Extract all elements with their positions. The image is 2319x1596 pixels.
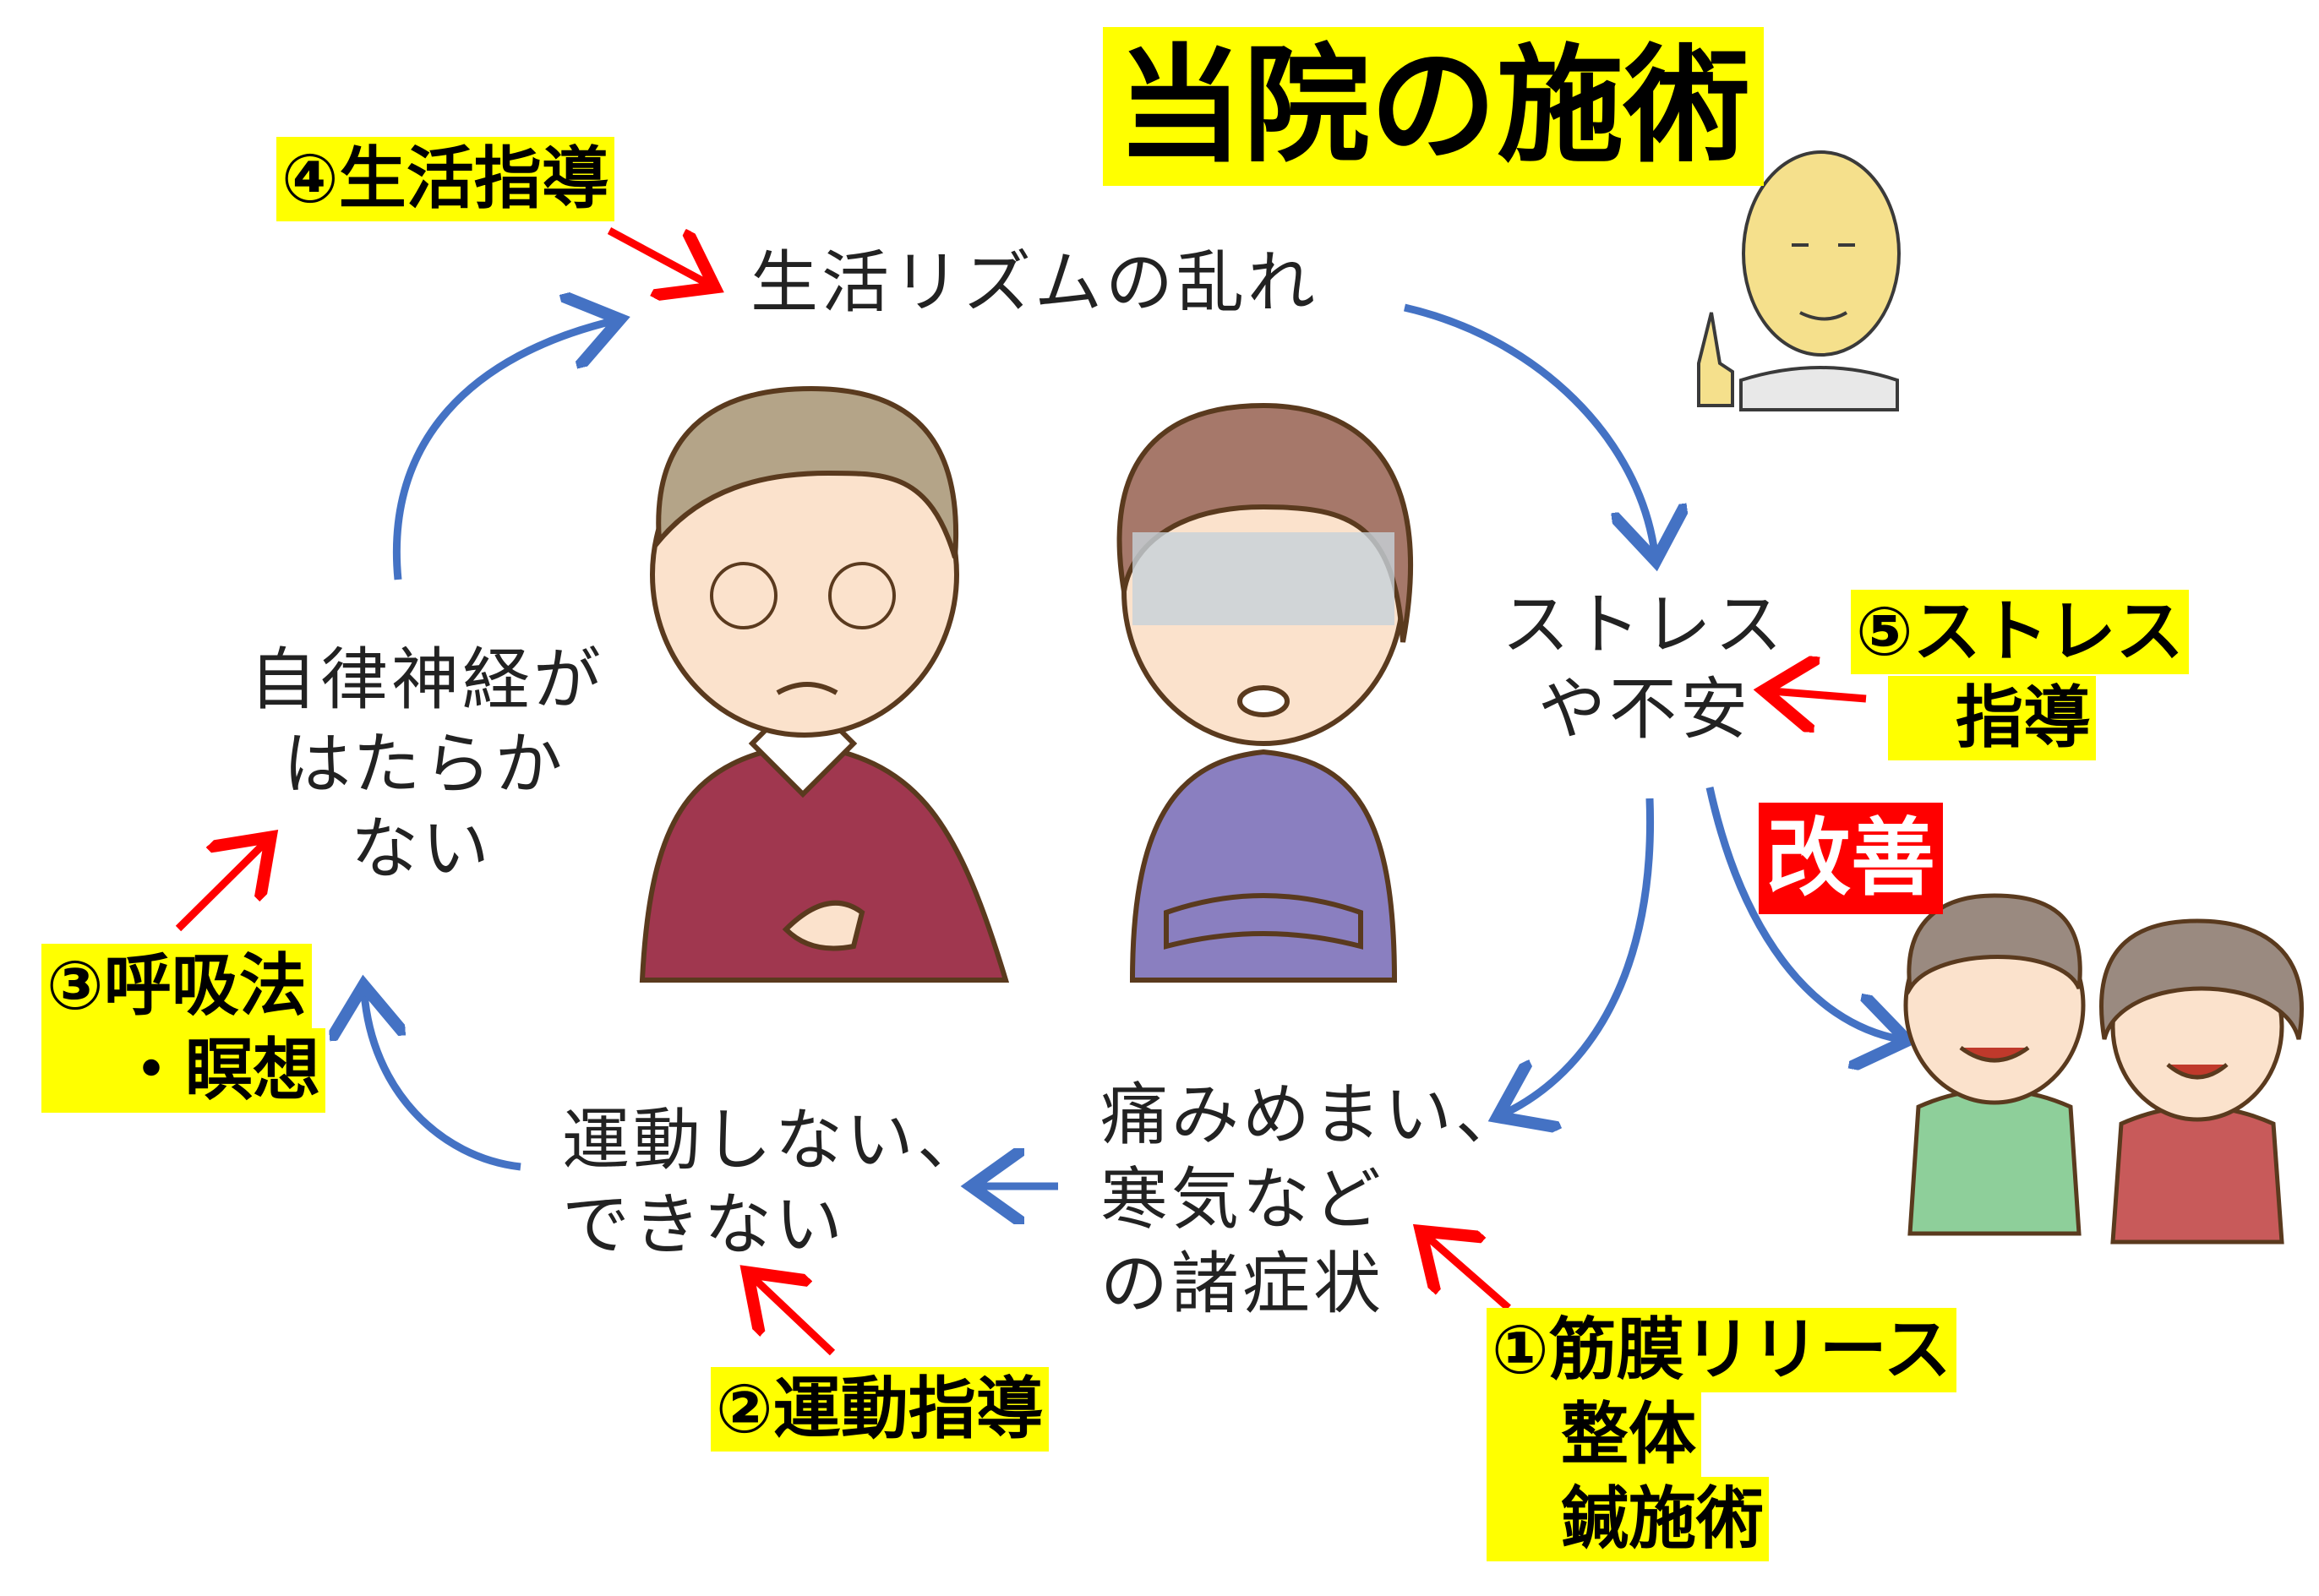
cycle-symptoms-line1: 痛みめまい、 xyxy=(1100,1076,1526,1154)
arrow-t3 xyxy=(175,842,265,932)
cycle-autonomic-line3: ない xyxy=(351,809,493,888)
cycle-symptoms-line3: の諸症状 xyxy=(1100,1245,1384,1323)
cycle-symptoms-line2: 寒気など xyxy=(1100,1160,1384,1239)
cycle-arrow-rhythm-to-stress xyxy=(1403,303,1655,553)
treatment-3-line1: ③呼吸法 xyxy=(41,944,312,1028)
cycle-exercise-line2: できない xyxy=(562,1185,846,1264)
treatment-1-line1: ①筋膜リリース xyxy=(1487,1308,1956,1392)
arrow-t1 xyxy=(1427,1236,1511,1311)
cycle-arrow-stress-to-symptoms xyxy=(1504,798,1655,1114)
cycle-exercise-line1: 運動しない、 xyxy=(562,1101,988,1179)
arrow-t5 xyxy=(1771,691,1867,699)
improvement-arrow xyxy=(1705,787,1900,1039)
cycle-rhythm: 生活リズムの乱れ xyxy=(750,243,1318,322)
cold-woman-illustration xyxy=(1116,402,1413,983)
improvement-badge: 改善 xyxy=(1759,803,1943,914)
cycle-autonomic-line1: 自律神経が xyxy=(249,640,604,719)
cycle-arrow-autonomic-to-rhythm xyxy=(393,321,613,580)
treatment-5-line1: ⑤ストレス xyxy=(1851,590,2189,674)
cycle-stress-line2: や不安 xyxy=(1538,670,1751,749)
cycle-stress-line1: ストレス xyxy=(1502,586,1786,664)
page-title: 当院の施術 xyxy=(1103,27,1765,186)
happy-elderly-couple-illustration xyxy=(1903,893,2304,1245)
treatment-3-line2: ・瞑想 xyxy=(41,1028,325,1113)
cycle-autonomic-line2: はたらか xyxy=(283,725,566,803)
arrow-t2 xyxy=(753,1277,836,1356)
doctor-illustration xyxy=(1697,150,1901,411)
arrow-t4 xyxy=(607,227,708,284)
treatment-5-line2: 指導 xyxy=(1888,676,2096,760)
treatment-4-label: ④生活指導 xyxy=(276,137,614,221)
cycle-arrow-exercise-to-autonomic xyxy=(364,993,521,1171)
treatment-1-line2: 整体 xyxy=(1487,1392,1701,1477)
treatment-2-label: ②運動指導 xyxy=(711,1367,1049,1452)
worried-man-illustration xyxy=(639,385,1010,983)
treatment-1-line3: 鍼施術 xyxy=(1487,1477,1769,1561)
